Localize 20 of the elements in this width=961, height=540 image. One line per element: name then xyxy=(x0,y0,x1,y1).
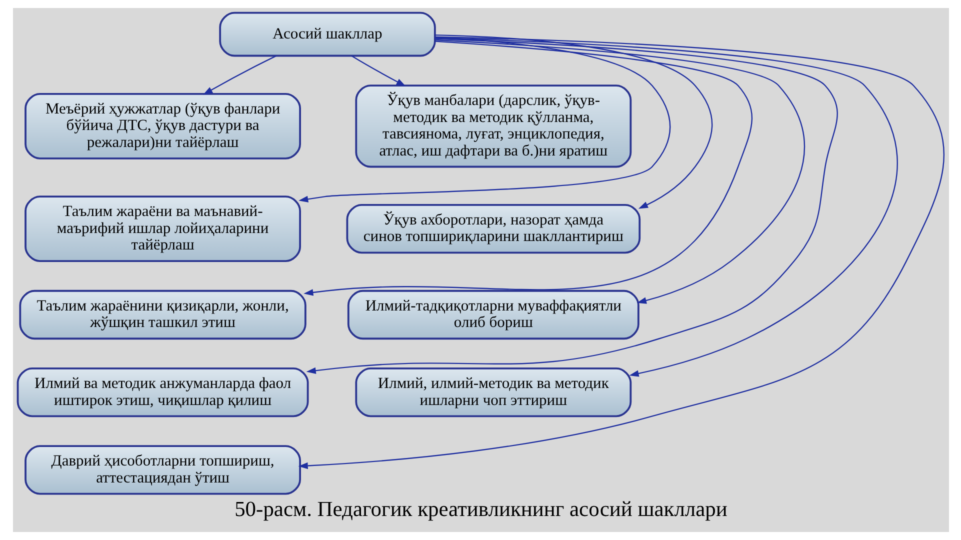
node-box: Даврий ҳисоботларни топшириш, аттестациядан ўтиш xyxy=(24,445,300,495)
arrow xyxy=(434,39,804,304)
node-box: Таълим жараёнини қизиқарли, жонли, жўшқин ташкил этиш xyxy=(18,290,306,340)
node-box: Таълим жараёни ва маънавий-маърифий ишлар лойиҳаларини тайёрлаш xyxy=(24,196,300,262)
arrow xyxy=(202,55,276,95)
node-box: Ўқув ахборотлари, назорат ҳамда синов топшириқларини шакллантириш xyxy=(346,204,640,254)
node-box: Илмий-тадқиқотларни муваффақиятли олиб бориш xyxy=(346,290,639,340)
arrow xyxy=(298,36,670,202)
caption: 50-расм. Педагогик креативликнинг асосий шакллари xyxy=(234,496,727,521)
node-box: Асосий шакллар xyxy=(218,12,436,57)
arrow xyxy=(303,40,752,296)
arrow xyxy=(306,38,838,374)
node-box: Илмий, илмий-методик ва методик ишларни чоп эттириш xyxy=(354,368,632,418)
node-box: Ўқув манбалари (дарслик, ўқув-методик ва методик қўлланма, тавсиянома, луғат, энциклопедия, атлас, иш дафтари ва б.)ни яратиш xyxy=(354,84,632,168)
node-box: Меъёрий ҳужжатлар (ўқув фанлари бўйича ДТС, ўқув дастури ва режалари)ни тайёрлаш xyxy=(24,93,300,160)
arrow xyxy=(434,34,712,209)
node-box: Илмий ва методик анжуманларда фаол иштирок этиш, чиқишлар қилиш xyxy=(16,368,308,418)
arrow xyxy=(350,55,406,86)
arrow xyxy=(434,37,898,377)
arrow xyxy=(298,36,944,470)
